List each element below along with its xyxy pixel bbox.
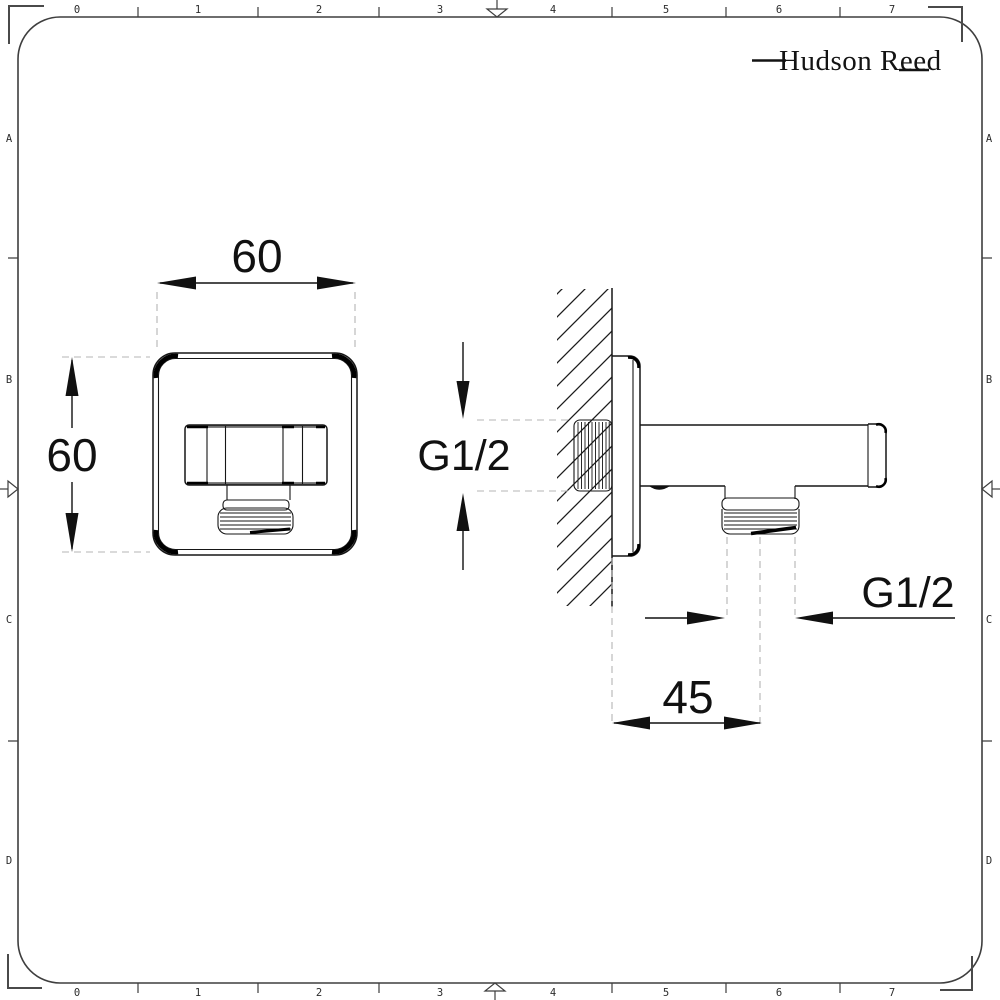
corner-mark-top-right [928,6,963,42]
dim-inlet-thread: G1/2 [417,342,572,570]
ruler-ticks [8,7,992,993]
ruler-number: 5 [663,987,669,999]
extension-lines [611,537,761,726]
corner-mark-top-left [8,5,44,44]
ruler-ticks-bottom [137,983,841,993]
arm-profile [640,423,888,490]
center-mark-right [981,479,1000,499]
inlet-thread [573,419,613,492]
dim-plate-width: 60 [156,230,356,352]
plate-outer-outline [152,352,358,556]
flange-profile [612,355,641,557]
ruler-number: 3 [437,987,443,999]
border-frame [17,16,983,984]
dim-projection: 45 [611,537,762,730]
ruler-letter: C [986,614,992,626]
dim-text-outlet: G1/2 [861,569,954,617]
ruler-number: 1 [195,987,201,999]
extension-lines [477,419,572,492]
ruler-letter: A [986,133,993,145]
side-view: G1/2 G1/2 45 [417,288,955,730]
logo-text: Hudson Reed [779,45,942,77]
ruler-number: 3 [437,4,443,16]
ruler-number: 6 [776,4,782,16]
dim-text-inlet: G1/2 [417,432,510,480]
ruler-number: 1 [195,4,201,16]
ruler-letter: B [6,374,12,386]
ruler-number: 4 [550,987,556,999]
extension-lines [726,537,796,615]
ruler-letter: D [986,855,992,867]
dim-outlet-thread: G1/2 [645,537,955,625]
ruler-labels-bottom: 0 1 2 3 4 5 6 7 [74,987,895,999]
ruler-labels-right: A B C D [986,133,993,867]
ruler-number: 2 [316,987,322,999]
ruler-ticks-right [982,257,992,742]
dim-plate-height: 60 [46,356,150,553]
ruler-ticks-left [8,257,18,742]
corner-mark-bottom-right [940,956,973,991]
ruler-number: 0 [74,4,80,16]
side-outlet-thread [721,486,800,536]
brand-logo: Hudson Reed [752,45,942,77]
ruler-letter: A [6,133,13,145]
ruler-number: 7 [889,987,895,999]
plate-inner-outline [157,357,353,551]
ruler-number: 6 [776,987,782,999]
center-mark-top [485,0,509,18]
ruler-labels-top: 0 1 2 3 4 5 6 7 [74,4,895,16]
ruler-letter: C [6,614,12,626]
dim-text-projection: 45 [662,671,713,723]
plate-corner-highlights [153,353,357,555]
extension-lines [62,356,150,553]
center-mark-left [0,479,19,499]
connector-nut [184,424,328,486]
ruler-letter: B [986,374,992,386]
ruler-number: 2 [316,4,322,16]
arm-fillet-shadow [649,486,670,490]
ruler-number: 7 [889,4,895,16]
ruler-number: 5 [663,4,669,16]
center-mark-bottom [483,982,507,1000]
extension-lines [156,292,356,352]
corner-mark-bottom-left [7,954,42,989]
front-outlet-thread [217,485,294,535]
front-view: 60 60 [46,230,358,556]
ruler-number: 0 [74,987,80,999]
ruler-letter: D [6,855,12,867]
ruler-labels-left: A B C D [6,133,13,867]
ruler-ticks-top [137,7,841,17]
ruler-number: 4 [550,4,556,16]
wall-hatching [557,289,612,606]
dim-text-width: 60 [231,230,282,282]
dim-text-height: 60 [46,429,97,481]
